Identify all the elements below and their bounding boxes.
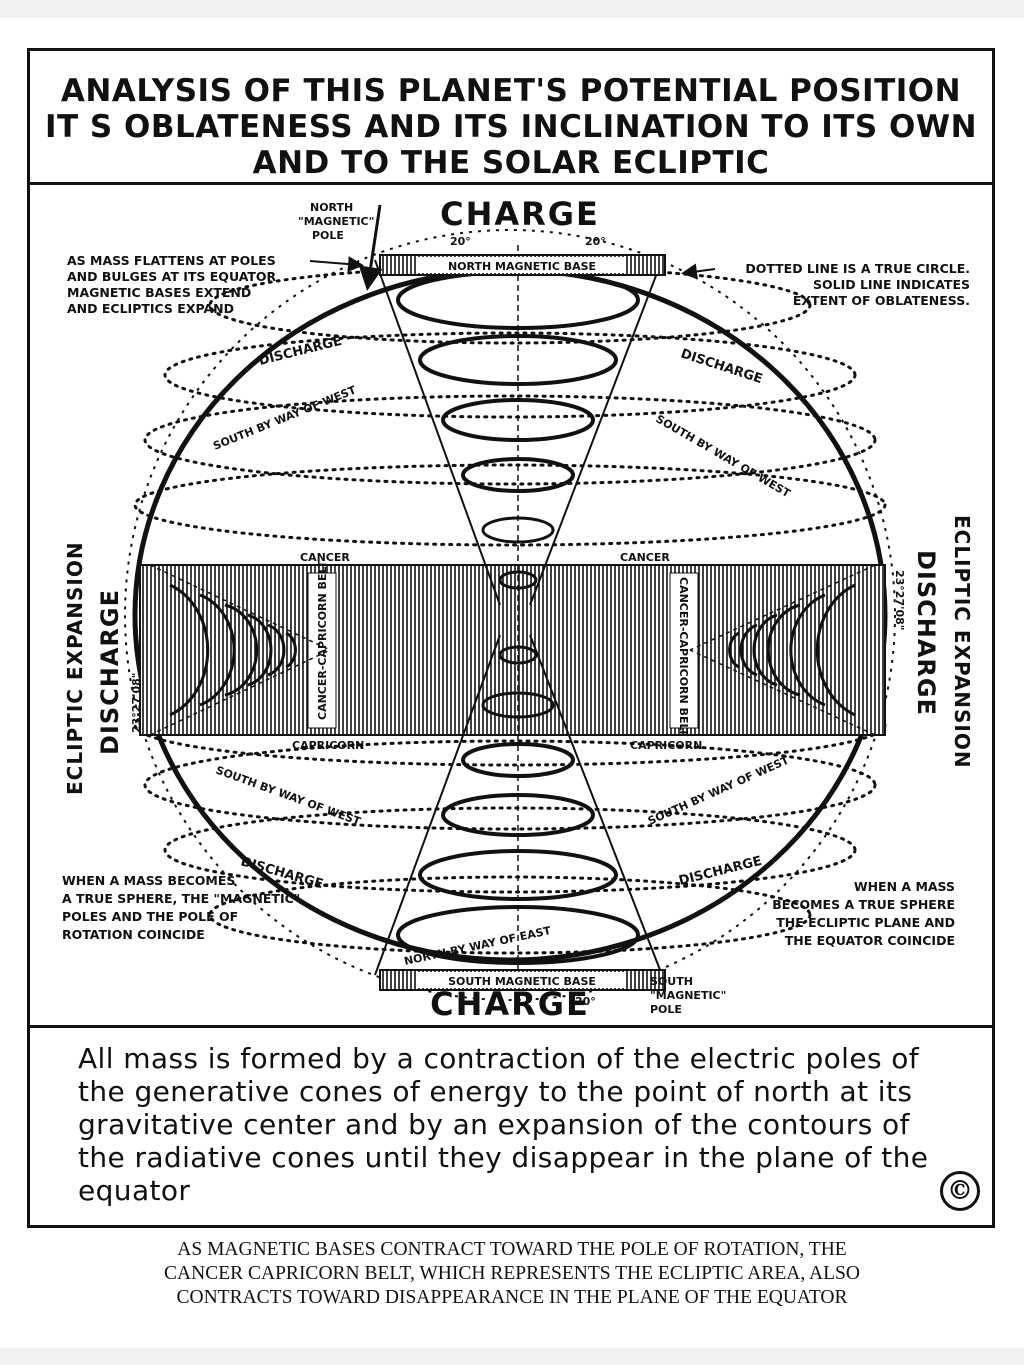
- note-br-4: THE EQUATOR COINCIDE: [785, 933, 955, 948]
- charge-top-label: CHARGE: [440, 195, 600, 233]
- note-bl-3: POLES AND THE POLE OF: [62, 909, 238, 924]
- belt-label-box-right: [669, 572, 699, 729]
- capricorn-label-right: CAPRICORN: [630, 739, 702, 752]
- note-br-1: WHEN A MASS: [854, 879, 955, 894]
- discharge-label-ul: DISCHARGE: [257, 334, 343, 369]
- note-bl-2: A TRUE SPHERE, THE "MAGNETIC": [62, 891, 300, 906]
- note-right-2: SOLID LINE INDICATES: [813, 277, 970, 292]
- title-box: ANALYSIS OF THIS PLANET'S POTENTIAL POSI…: [30, 51, 992, 185]
- north-pole-label-3: POLE: [312, 229, 344, 242]
- south-west-label-ur: SOUTH BY WAY OF WEST: [654, 412, 793, 500]
- south-pole-label-1: SOUTH: [650, 975, 693, 988]
- angle-20-top-right: 20°: [585, 235, 606, 248]
- belt-label-box-left: [307, 572, 337, 729]
- title-line-2: IT S OBLATENESS AND ITS INCLINATION TO I…: [44, 109, 978, 145]
- ecliptic-cone-left: [149, 564, 331, 736]
- title-line-3: AND TO THE SOLAR ECLIPTIC: [252, 145, 770, 181]
- note-left-1: AS MASS FLATTENS AT POLES: [67, 253, 276, 268]
- poster-frame: ANALYSIS OF THIS PLANET'S POTENTIAL POSI…: [27, 48, 995, 1228]
- discharge-side-left: DISCHARGE: [96, 589, 124, 755]
- true-circle-dotted: [124, 229, 896, 1001]
- ecliptic-expansion-right: ECLIPTIC EXPANSION: [950, 515, 974, 769]
- north-pole-label-1: NORTH: [310, 201, 353, 214]
- planet-diagram: NORTH MAGNETIC BASE SOUTH MAGNETIC BASE …: [30, 185, 992, 1025]
- angle-23-right: 23°27'08": [893, 570, 906, 631]
- south-west-label-ul: SOUTH BY WAY OF WEST: [211, 383, 358, 453]
- footer-line-1: AS MAGNETIC BASES CONTRACT TOWARD THE PO…: [177, 1239, 847, 1260]
- note-left-2: AND BULGES AT ITS EQUATOR: [67, 269, 277, 284]
- south-west-label-ll: SOUTH BY WAY OF WEST: [214, 764, 363, 829]
- note-bl-1: WHEN A MASS BECOMES: [62, 873, 235, 888]
- charge-bottom-label: CHARGE: [430, 985, 590, 1023]
- caption-text: All mass is formed by a contraction of t…: [78, 1042, 929, 1207]
- discharge-label-lr: DISCHARGE: [677, 854, 763, 889]
- north-pole-label-2: "MAGNETIC": [298, 215, 374, 228]
- cancer-capricorn-belt: [139, 564, 886, 736]
- footer-note: AS MAGNETIC BASES CONTRACT TOWARD THE PO…: [0, 1238, 1024, 1310]
- caption-box: All mass is formed by a contraction of t…: [30, 1025, 992, 1225]
- north-base-label: NORTH MAGNETIC BASE: [448, 260, 596, 273]
- cancer-label-left: CANCER: [300, 551, 350, 564]
- angle-23-left: 23°27'08": [130, 672, 143, 733]
- ecliptic-expansion-left: ECLIPTIC EXPANSION: [63, 541, 87, 795]
- belt-label-left: CANCER-CAPRICORN BELT: [316, 560, 329, 720]
- angle-20-top-left: 20°: [450, 235, 471, 248]
- capricorn-label-left: CAPRICORN: [292, 739, 364, 752]
- note-bl-4: ROTATION COINCIDE: [62, 927, 205, 942]
- cancer-label-right: CANCER: [620, 551, 670, 564]
- title-line-1: ANALYSIS OF THIS PLANET'S POTENTIAL POSI…: [60, 73, 962, 109]
- note-right-1: DOTTED LINE IS A TRUE CIRCLE.: [745, 261, 970, 276]
- footer-line-2: CANCER CAPRICORN BELT, WHICH REPRESENTS …: [164, 1263, 860, 1284]
- discharge-side-right: DISCHARGE: [912, 550, 940, 716]
- note-right-3: EXTENT OF OBLATENESS.: [793, 293, 970, 308]
- footer-line-3: CONTRACTS TOWARD DISAPPEARANCE IN THE PL…: [176, 1287, 848, 1308]
- south-pole-label-2: "MAGNETIC": [650, 989, 726, 1002]
- note-left-3: MAGNETIC BASES EXTEND: [67, 285, 251, 300]
- note-br-2: BECOMES A TRUE SPHERE: [772, 897, 955, 912]
- south-pole-label-3: POLE: [650, 1003, 682, 1016]
- note-br-3: THE ECLIPTIC PLANE AND: [776, 915, 955, 930]
- copyright-icon: ©: [940, 1171, 980, 1211]
- belt-label-right: CANCER-CAPRICORN BELT: [677, 577, 690, 737]
- south-base-label: SOUTH MAGNETIC BASE: [448, 975, 596, 988]
- note-left-4: AND ECLIPTICS EXPAND: [67, 301, 234, 316]
- north-cone: [374, 259, 663, 606]
- ecliptic-cone-right: [689, 564, 876, 736]
- angle-20-bottom: 20°: [575, 995, 596, 1008]
- planet-diagram-svg: NORTH MAGNETIC BASE SOUTH MAGNETIC BASE …: [62, 195, 974, 1023]
